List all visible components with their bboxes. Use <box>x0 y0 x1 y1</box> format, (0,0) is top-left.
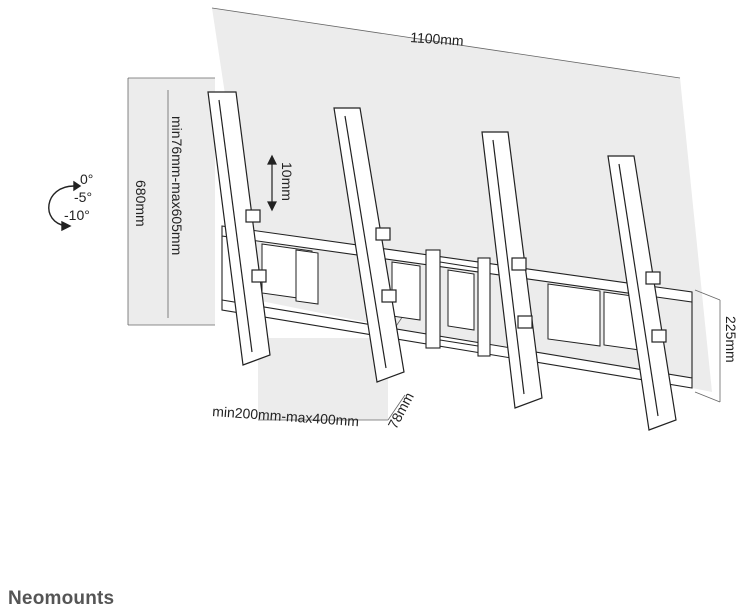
vesa-spacing-plane <box>258 338 388 420</box>
dimension-lines <box>127 7 721 421</box>
height-plane <box>128 78 215 325</box>
wall-rail-frame <box>221 225 693 389</box>
depth-label: 78mm <box>385 390 417 432</box>
adjust-arrow-icon <box>267 154 277 212</box>
height-label: 680mm <box>133 180 149 227</box>
mount-arm-1 <box>207 91 271 366</box>
tilt-label-0: 0° <box>80 171 93 187</box>
center-bracket <box>425 249 491 357</box>
vesa-vertical-label: min76mm-max605mm <box>169 116 185 255</box>
tilt-label-5: -5° <box>74 189 92 205</box>
mount-arm-3 <box>481 131 543 409</box>
mount-arm-4 <box>607 155 677 431</box>
rail-height-label: 225mm <box>723 316 739 363</box>
tilt-arrow-icon <box>48 180 82 232</box>
brand-logo: Neomounts <box>8 588 115 609</box>
mount-arm-2 <box>333 107 405 383</box>
width-label: 1100mm <box>410 29 464 49</box>
adjust-step-label: 10mm <box>279 162 295 201</box>
tilt-label-10: -10° <box>64 207 90 223</box>
